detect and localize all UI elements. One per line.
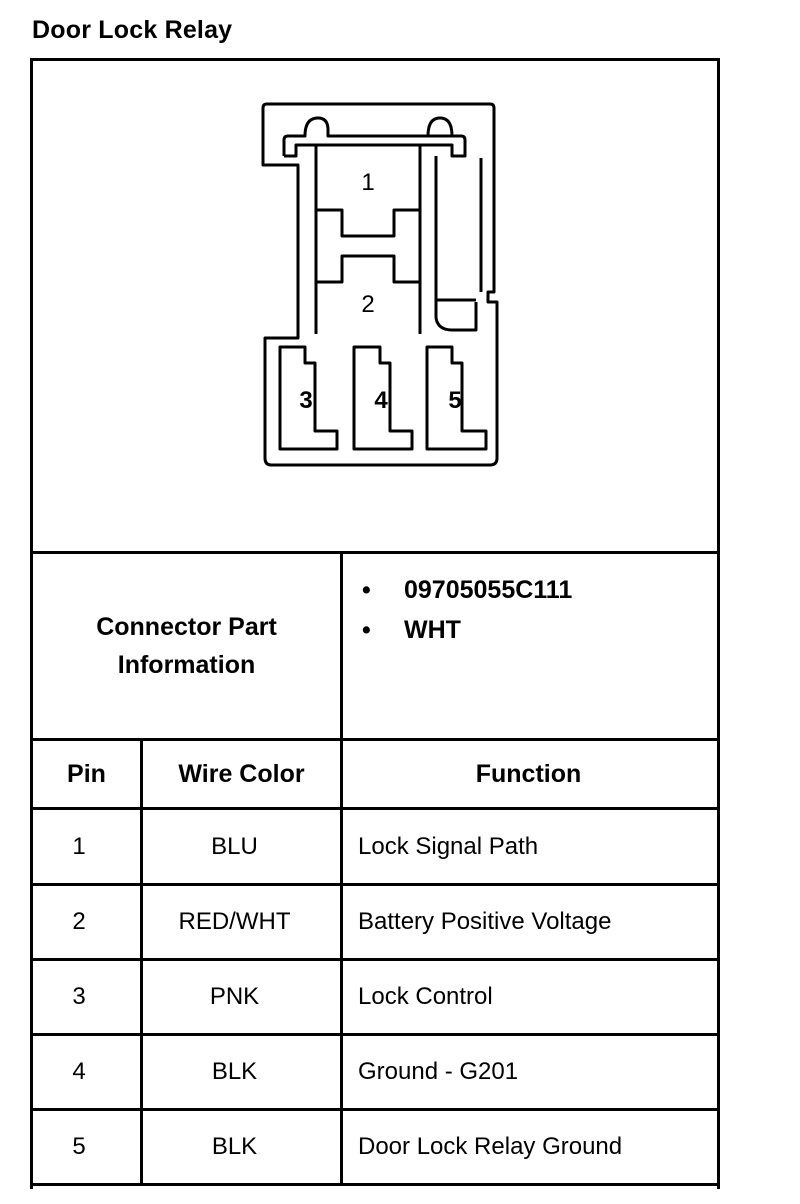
header-function: Function	[475, 759, 582, 788]
header-wire-color: Wire Color	[178, 759, 305, 788]
part-info-label: Connector Part Information	[33, 554, 340, 738]
part-info-item: • WHT	[356, 610, 572, 650]
pin-cavity-4	[352, 345, 414, 451]
row-2-function: Battery Positive Voltage	[358, 908, 612, 935]
divider-row-3	[30, 1033, 717, 1036]
latch-tab-right-icon	[284, 116, 467, 158]
divider-col-function	[340, 551, 343, 1186]
pin-label-5: 5	[448, 387, 461, 414]
divider-row-4	[30, 1108, 717, 1111]
row-1-pin: 1	[72, 832, 86, 860]
part-info-label-line1: Connector Part	[96, 613, 277, 641]
row-2-pin: 2	[72, 908, 86, 935]
row-4-wire-color: BLK	[211, 1058, 258, 1085]
page-title: Door Lock Relay	[32, 16, 233, 44]
part-info-label-line2: Information	[117, 651, 256, 679]
row-5-pin: 5	[72, 1133, 86, 1160]
pin-cavity-1-2-divider	[316, 208, 420, 284]
connector-housing-outline	[261, 102, 499, 467]
pin-cavity-3	[278, 345, 339, 451]
divider-table-bottom	[30, 1183, 717, 1186]
pin-label-4: 4	[374, 387, 388, 414]
divider-row-1	[30, 883, 717, 886]
part-info-list: • 09705055C111 • WHT	[356, 570, 572, 650]
header-pin: Pin	[67, 759, 106, 788]
pin-label-3: 3	[299, 387, 312, 414]
bullet-icon: •	[362, 615, 371, 644]
row-3-pin: 3	[72, 983, 86, 1010]
bullet-icon: •	[362, 575, 371, 604]
row-4-function: Ground - G201	[358, 1058, 519, 1085]
row-4-pin: 4	[72, 1058, 86, 1085]
part-info-item: • 09705055C111	[356, 570, 572, 610]
connector-table-frame	[30, 58, 720, 1189]
connector-color: WHT	[404, 615, 461, 644]
row-3-function: Lock Control	[358, 983, 493, 1010]
divider-header-bottom	[30, 807, 717, 810]
pin-cavity-5	[425, 345, 488, 451]
part-number: 09705055C111	[404, 575, 573, 604]
divider-header-top	[30, 738, 717, 741]
row-5-wire-color: BLK	[211, 1133, 258, 1160]
row-5-function: Door Lock Relay Ground	[358, 1133, 623, 1160]
divider-col-wire	[140, 738, 143, 1186]
pin-label-1: 1	[361, 169, 374, 196]
pin-label-2: 2	[361, 291, 374, 318]
row-2-wire-color: RED/WHT	[178, 908, 291, 935]
row-1-function: Lock Signal Path	[358, 832, 539, 860]
row-3-wire-color: PNK	[209, 983, 260, 1010]
divider-diagram-bottom	[30, 551, 717, 554]
connector-face-diagram: 1 2 3 4 5	[261, 102, 499, 467]
latch-tab-left-icon	[282, 116, 454, 156]
divider-row-2	[30, 958, 717, 961]
row-1-wire-color: BLU	[211, 832, 258, 860]
